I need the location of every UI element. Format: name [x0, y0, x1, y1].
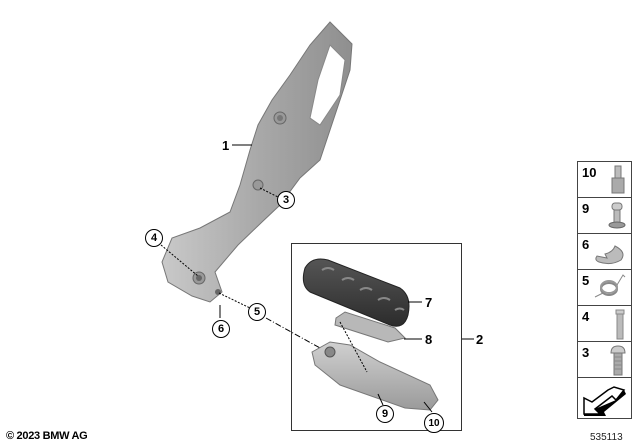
callout-6: 6: [212, 320, 230, 338]
legend-arrow: [578, 378, 631, 420]
callout-4: 4: [145, 229, 163, 247]
callout-1: 1: [222, 138, 230, 153]
callout-7: 7: [425, 295, 433, 310]
callout-2: 2: [476, 332, 484, 347]
legend-item-6: 6: [578, 234, 631, 270]
pin-icon: [615, 309, 625, 340]
legend-item-3: 3: [578, 342, 631, 378]
legend-item-5: 5: [578, 270, 631, 306]
callout-3: 3: [277, 191, 295, 209]
callout-10: 10: [424, 413, 444, 433]
screw-icon: [610, 345, 626, 376]
copyright-text: © 2023 BMW AG: [6, 430, 88, 442]
callout-8: 8: [425, 332, 433, 347]
circlip-icon: [595, 245, 624, 265]
callout-5: 5: [248, 303, 266, 321]
parts-legend: 10 9 6 5 4 3: [577, 161, 632, 419]
legend-item-10: 10: [578, 162, 631, 198]
legend-item-4: 4: [578, 306, 631, 342]
spring-icon: [594, 274, 626, 298]
assembly-group-box: [291, 243, 462, 431]
legend-item-9: 9: [578, 198, 631, 234]
pin-head-icon: [608, 202, 626, 229]
diagram-id: 535113: [590, 432, 623, 443]
callout-9: 9: [376, 405, 394, 423]
stud-icon: [611, 165, 625, 194]
direction-arrow-icon: [583, 386, 626, 416]
